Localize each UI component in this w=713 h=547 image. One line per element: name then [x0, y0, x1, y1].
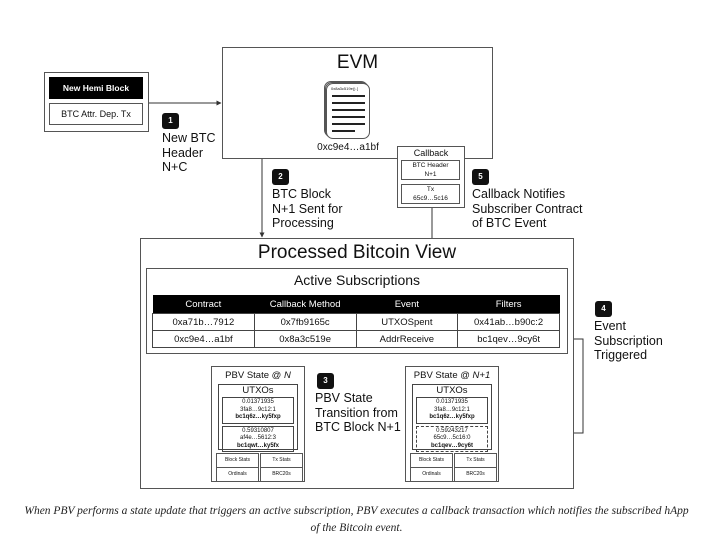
table-cell: UTXOSpent — [355, 313, 459, 331]
contract-document-icon: 0x8a3c519e() { — [324, 81, 370, 139]
pbv-title: Processed Bitcoin View — [257, 242, 457, 263]
stat-tx: Tx Stats — [260, 453, 303, 468]
stat-ordinals: Ordinals — [410, 467, 453, 482]
utxos-box: UTXOs 0.01371935 3fa8…9c12:1 bc1q6z…ky5f… — [412, 384, 492, 452]
table-cell: 0xa71b…7912 — [152, 313, 255, 331]
utxo-item-new: 0.59243217 65c9…5c16:0 bc1qev…9cy6t — [416, 425, 488, 452]
callback-btc-header: BTC Header N+1 — [401, 160, 460, 180]
callback-title: Callback — [413, 148, 449, 158]
column-header: Filters — [457, 295, 560, 314]
column-header: Contract — [152, 295, 255, 314]
step-badge-3: 3 — [317, 373, 334, 389]
hemi-block-title: New Hemi Block — [49, 77, 143, 99]
column-header: Event — [356, 295, 458, 314]
stat-brc20s: BRC20s — [454, 467, 497, 482]
step-text-4: Event Subscription Triggered — [594, 319, 663, 362]
table-cell: 0x8a3c519e — [253, 330, 357, 348]
step-badge-5: 5 — [472, 169, 489, 185]
stat-tx: Tx Stats — [454, 453, 497, 468]
pbv-state-n1: PBV State @ N+1 UTXOs 0.01371935 3fa8…9c… — [405, 366, 499, 482]
hemi-block: New Hemi Block BTC Attr. Dep. Tx — [44, 72, 149, 132]
btc-attr-dep-tx: BTC Attr. Dep. Tx — [49, 103, 143, 125]
contract-address: 0xc9e4…a1bf — [317, 142, 379, 153]
step-badge-1: 1 — [162, 113, 179, 129]
step-text-2: BTC Block N+1 Sent for Processing — [272, 187, 343, 230]
state-n1-title: PBV State @ N+1 — [413, 370, 491, 381]
table-cell: 0x7fb9165c — [253, 313, 357, 331]
utxo-item: 0.01371935 3fa8…9c12:1 bc1q6z…ky5fxp — [416, 397, 488, 424]
contract-code: 0x8a3c519e() { — [331, 86, 358, 91]
evm-title: EVM — [336, 52, 379, 73]
step-text-5: Callback Notifies Subscriber Contract of… — [472, 187, 583, 230]
step-text-1: New BTC Header N+C — [162, 131, 216, 174]
table-header-row: Contract Callback Method Event Filters — [152, 295, 560, 314]
step-badge-2: 2 — [272, 169, 289, 185]
utxos-title: UTXOs — [242, 385, 274, 396]
table-row: 0xc9e4…a1bf 0x8a3c519e AddrReceive bc1qe… — [152, 330, 560, 348]
callback-tx: Tx 65c9…5c16 — [401, 184, 460, 204]
pbv-state-n: PBV State @ N UTXOs 0.01371935 3fa8…9c12… — [211, 366, 305, 482]
table-cell: 0x41ab…b90c:2 — [457, 313, 560, 331]
active-subscriptions-title: Active Subscriptions — [293, 272, 421, 288]
utxos-box: UTXOs 0.01371935 3fa8…9c12:1 bc1q6z…ky5f… — [218, 384, 298, 452]
figure-caption: When PBV performs a state update that tr… — [24, 505, 689, 534]
table-cell: bc1qev…9cy6t — [457, 330, 560, 348]
table-cell: AddrReceive — [355, 330, 459, 348]
callback-box: Callback BTC Header N+1 Tx 65c9…5c16 — [397, 146, 465, 208]
evm-box: EVM 0x8a3c519e() { 0xc9e4…a1bf — [222, 47, 493, 159]
state-n-title: PBV State @ N — [225, 370, 291, 381]
step-text-3: PBV State Transition from BTC Block N+1 — [315, 391, 401, 434]
stat-block: Block Stats — [216, 453, 259, 468]
utxo-item: 0.01371935 3fa8…9c12:1 bc1q6z…ky5fxp — [222, 397, 294, 424]
table-row: 0xa71b…7912 0x7fb9165c UTXOSpent 0x41ab…… — [152, 313, 560, 331]
utxo-item: 0.59310807 af4e…5612:3 bc1qwt…ky5fx — [222, 425, 294, 452]
stat-block: Block Stats — [410, 453, 453, 468]
stat-ordinals: Ordinals — [216, 467, 259, 482]
active-subscriptions-box: Active Subscriptions — [146, 268, 568, 354]
subscriptions-table: Contract Callback Method Event Filters 0… — [152, 295, 560, 348]
step-badge-4: 4 — [595, 301, 612, 317]
utxos-title: UTXOs — [436, 385, 468, 396]
stat-brc20s: BRC20s — [260, 467, 303, 482]
column-header: Callback Method — [254, 295, 356, 314]
table-cell: 0xc9e4…a1bf — [152, 330, 255, 348]
